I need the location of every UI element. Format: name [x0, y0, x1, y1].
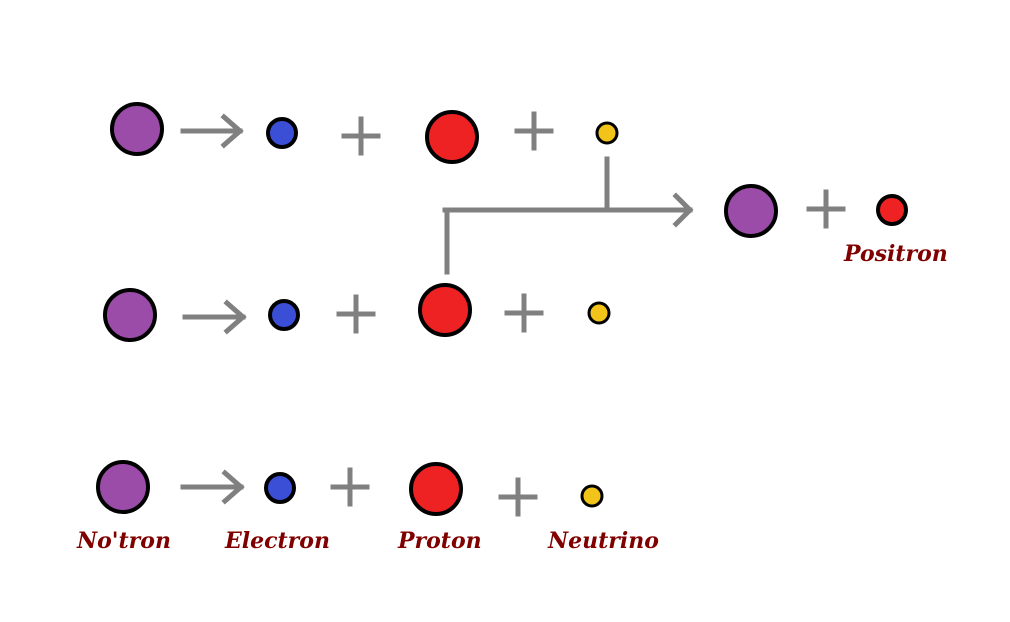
- plus-icon: [504, 293, 544, 333]
- neutrino-label: Neutrino: [548, 528, 659, 554]
- reaction-row-3: [96, 460, 604, 517]
- neutrino-particle: [580, 484, 604, 508]
- plus-icon: [514, 111, 554, 151]
- neutrino-particle: [595, 121, 619, 145]
- proton-particle: [409, 462, 463, 516]
- neutron-particle: [724, 184, 778, 238]
- plus-icon: [341, 116, 381, 156]
- combination-products: [724, 184, 908, 238]
- right-arrow-icon: [672, 192, 694, 228]
- plus-icon: [330, 467, 370, 507]
- neutron-label: No'tron: [77, 528, 171, 554]
- neutrino-particle: [587, 301, 611, 325]
- proton-particle: [425, 110, 479, 164]
- neutron-particle: [110, 102, 164, 156]
- positron-particle: [876, 194, 908, 226]
- combination-connector: [442, 156, 694, 275]
- right-arrow-icon: [182, 299, 247, 335]
- right-arrow-icon: [180, 113, 244, 149]
- electron-particle: [264, 472, 296, 504]
- reaction-row-2: [103, 283, 611, 342]
- reaction-row-1: [110, 102, 619, 164]
- proton-particle: [418, 283, 472, 337]
- right-arrow-icon: [180, 469, 245, 505]
- electron-label: Electron: [225, 528, 330, 554]
- positron-label: Positron: [844, 241, 948, 267]
- plus-icon: [498, 477, 538, 517]
- electron-particle: [268, 299, 300, 331]
- electron-particle: [266, 117, 298, 149]
- proton-label: Proton: [398, 528, 482, 554]
- plus-icon: [336, 294, 376, 334]
- neutron-particle: [96, 460, 150, 514]
- neutron-particle: [103, 288, 157, 342]
- plus-icon: [806, 189, 846, 229]
